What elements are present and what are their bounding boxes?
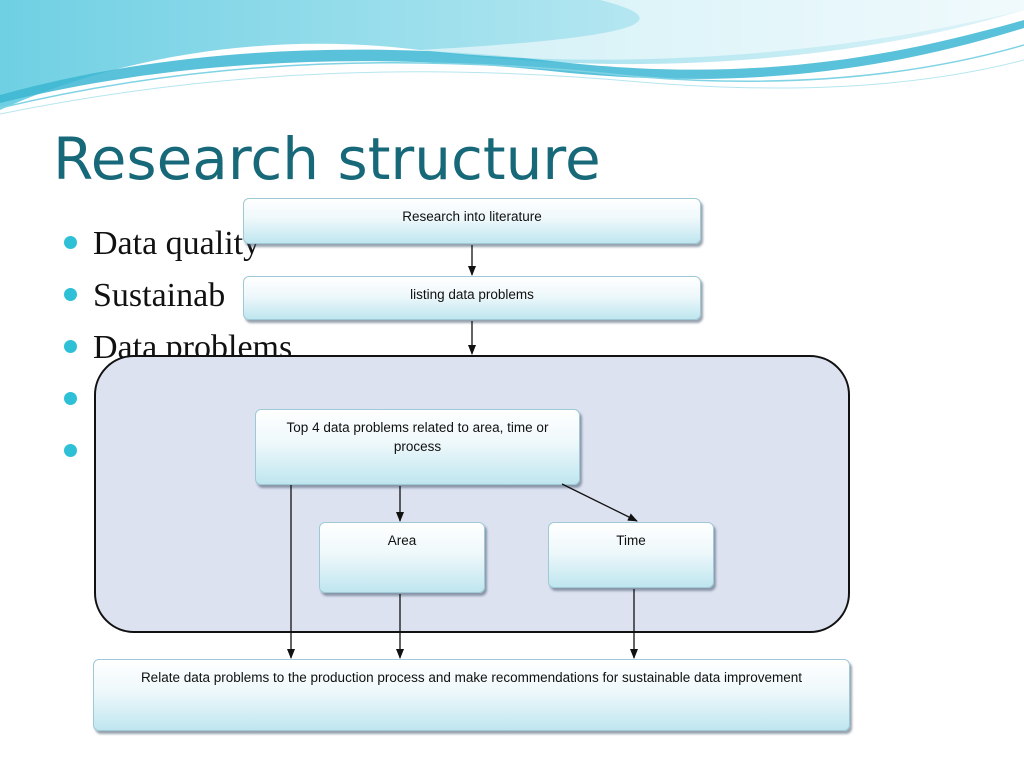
bullet-item bbox=[62, 378, 292, 430]
bullet-text: Data quality bbox=[93, 225, 261, 262]
header-wave-decoration bbox=[0, 0, 1024, 115]
listing-data-problems-box[interactable]: listing data problems bbox=[243, 276, 701, 320]
bullet-dot-icon bbox=[64, 340, 77, 353]
top4-data-problems-box[interactable]: Top 4 data problems related to area, tim… bbox=[255, 409, 580, 485]
box-label: Relate data problems to the production p… bbox=[140, 670, 803, 685]
bullet-item bbox=[62, 430, 292, 482]
box-label: Time bbox=[616, 533, 646, 548]
box-label: Area bbox=[387, 533, 417, 548]
box-label: listing data problems bbox=[410, 287, 534, 302]
box-label: Research into literature bbox=[402, 209, 542, 224]
relate-recommendations-box[interactable]: Relate data problems to the production p… bbox=[93, 659, 850, 731]
bullet-item: Sustainab bbox=[62, 274, 292, 326]
bullet-item: Data quality bbox=[62, 222, 292, 274]
research-literature-box[interactable]: Research into literature bbox=[243, 198, 701, 244]
arrow-top4-to-time bbox=[561, 483, 638, 522]
box-label: Top 4 data problems related to area, tim… bbox=[286, 420, 549, 454]
bullet-dot-icon bbox=[64, 392, 77, 405]
area-box[interactable]: Area bbox=[319, 522, 485, 593]
bullet-dot-icon bbox=[64, 288, 77, 301]
bullet-dot-icon bbox=[64, 444, 77, 457]
slide-title: Research structure bbox=[53, 125, 601, 193]
bullet-text: Sustainab bbox=[93, 277, 226, 314]
time-box[interactable]: Time bbox=[548, 522, 714, 588]
bullet-dot-icon bbox=[64, 236, 77, 249]
